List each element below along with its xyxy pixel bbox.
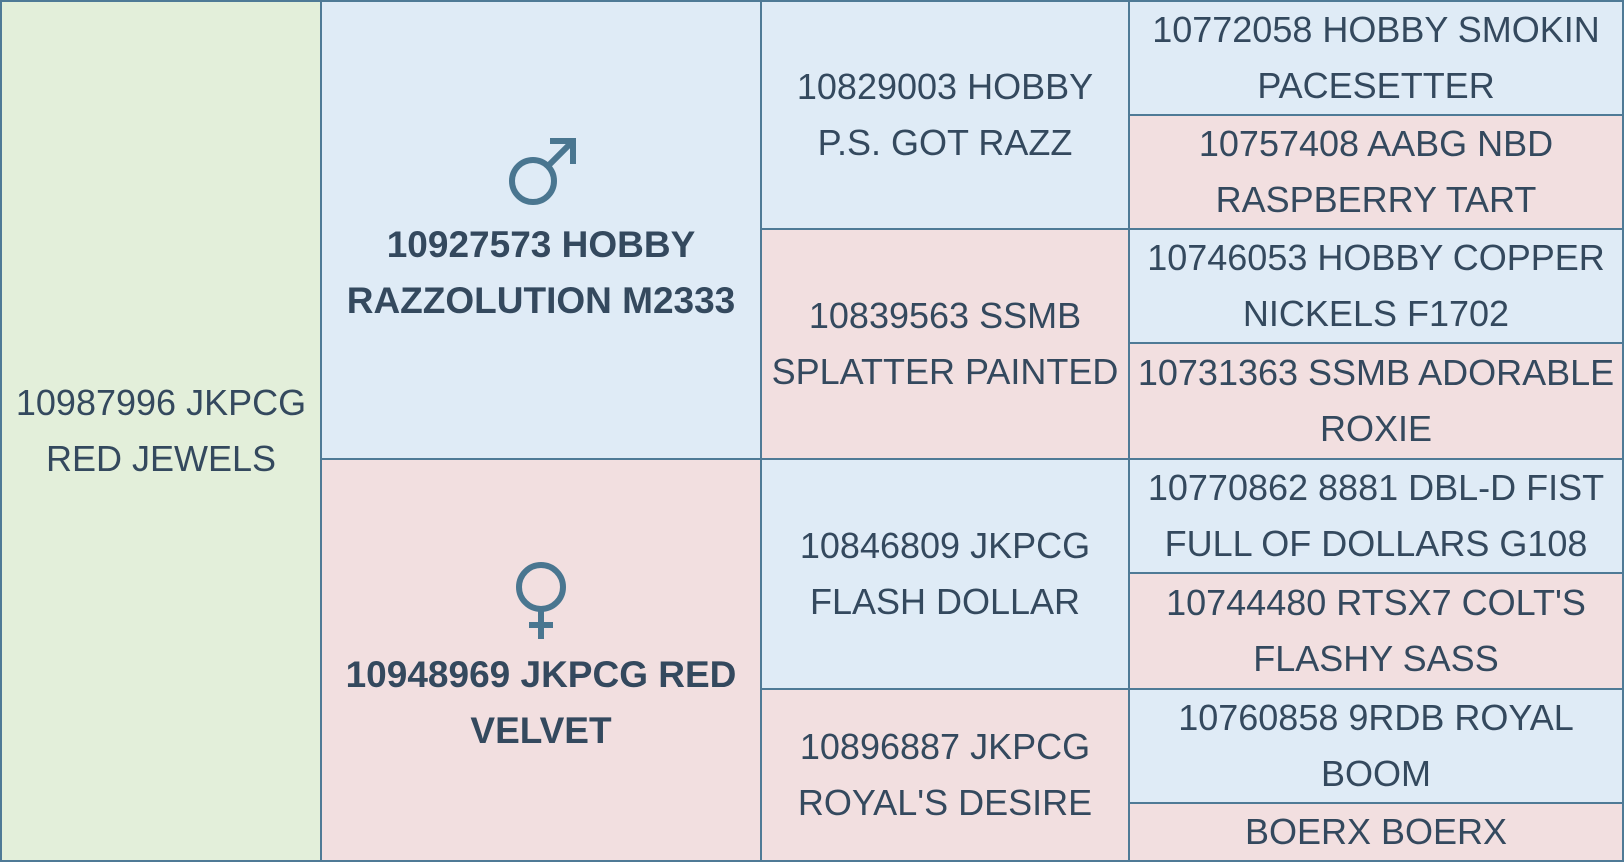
- great-grandparent-name: BOERX BOERX: [1244, 811, 1508, 852]
- dam-name: 10948969 JKPCG RED VELVET: [345, 654, 737, 751]
- great-grandparent-name: 10757408 AABG NBD RASPBERRY TART: [1198, 123, 1554, 220]
- great-grandparent-name: 10760858 9RDB ROYAL BOOM: [1178, 697, 1574, 794]
- male-symbol-icon: [509, 138, 576, 205]
- grandparent-cell: 10839563 SSMB SPLATTER PAINTED: [760, 228, 1130, 460]
- great-grandparent-cell: 10731363 SSMB ADORABLE ROXIE: [1128, 342, 1624, 460]
- great-grandparent-name: 10772058 HOBBY SMOKIN PACESETTER: [1152, 9, 1600, 106]
- subject-cell: 10987996 JKPCG RED JEWELS: [0, 0, 322, 862]
- great-grandparent-cell: 10772058 HOBBY SMOKIN PACESETTER: [1128, 0, 1624, 116]
- grandparent-name: 10846809 JKPCG FLASH DOLLAR: [799, 525, 1091, 622]
- great-grandparent-cell: 10760858 9RDB ROYAL BOOM: [1128, 688, 1624, 804]
- great-grandparent-cell: 10757408 AABG NBD RASPBERRY TART: [1128, 114, 1624, 230]
- great-grandparent-name: 10770862 8881 DBL-D FIST FULL OF DOLLARS…: [1147, 467, 1605, 564]
- grandparent-cell: 10896887 JKPCG ROYAL'S DESIRE: [760, 688, 1130, 862]
- great-grandparent-cell: 10744480 RTSX7 COLT'S FLASHY SASS: [1128, 572, 1624, 690]
- great-grandparent-cell: BOERX BOERX: [1128, 802, 1624, 862]
- grandparent-name: 10896887 JKPCG ROYAL'S DESIRE: [797, 726, 1093, 823]
- great-grandparent-name: 10731363 SSMB ADORABLE ROXIE: [1137, 352, 1615, 449]
- great-grandparent-cell: 10746053 HOBBY COPPER NICKELS F1702: [1128, 228, 1624, 344]
- grandparent-cell: 10846809 JKPCG FLASH DOLLAR: [760, 458, 1130, 690]
- grandparent-cell: 10829003 HOBBY P.S. GOT RAZZ: [760, 0, 1130, 230]
- great-grandparent-cell: 10770862 8881 DBL-D FIST FULL OF DOLLARS…: [1128, 458, 1624, 574]
- grandparent-name: 10839563 SSMB SPLATTER PAINTED: [771, 295, 1119, 392]
- dam-cell: 10948969 JKPCG RED VELVET: [320, 458, 762, 862]
- great-grandparent-name: 10746053 HOBBY COPPER NICKELS F1702: [1147, 237, 1605, 334]
- great-grandparent-name: 10744480 RTSX7 COLT'S FLASHY SASS: [1166, 582, 1586, 679]
- sire-cell: 10927573 HOBBY RAZZOLUTION M2333: [320, 0, 762, 460]
- female-symbol-icon: [516, 562, 566, 639]
- sire-name: 10927573 HOBBY RAZZOLUTION M2333: [346, 224, 736, 321]
- subject-name: 10987996 JKPCG RED JEWELS: [15, 382, 307, 479]
- grandparent-name: 10829003 HOBBY P.S. GOT RAZZ: [796, 66, 1094, 163]
